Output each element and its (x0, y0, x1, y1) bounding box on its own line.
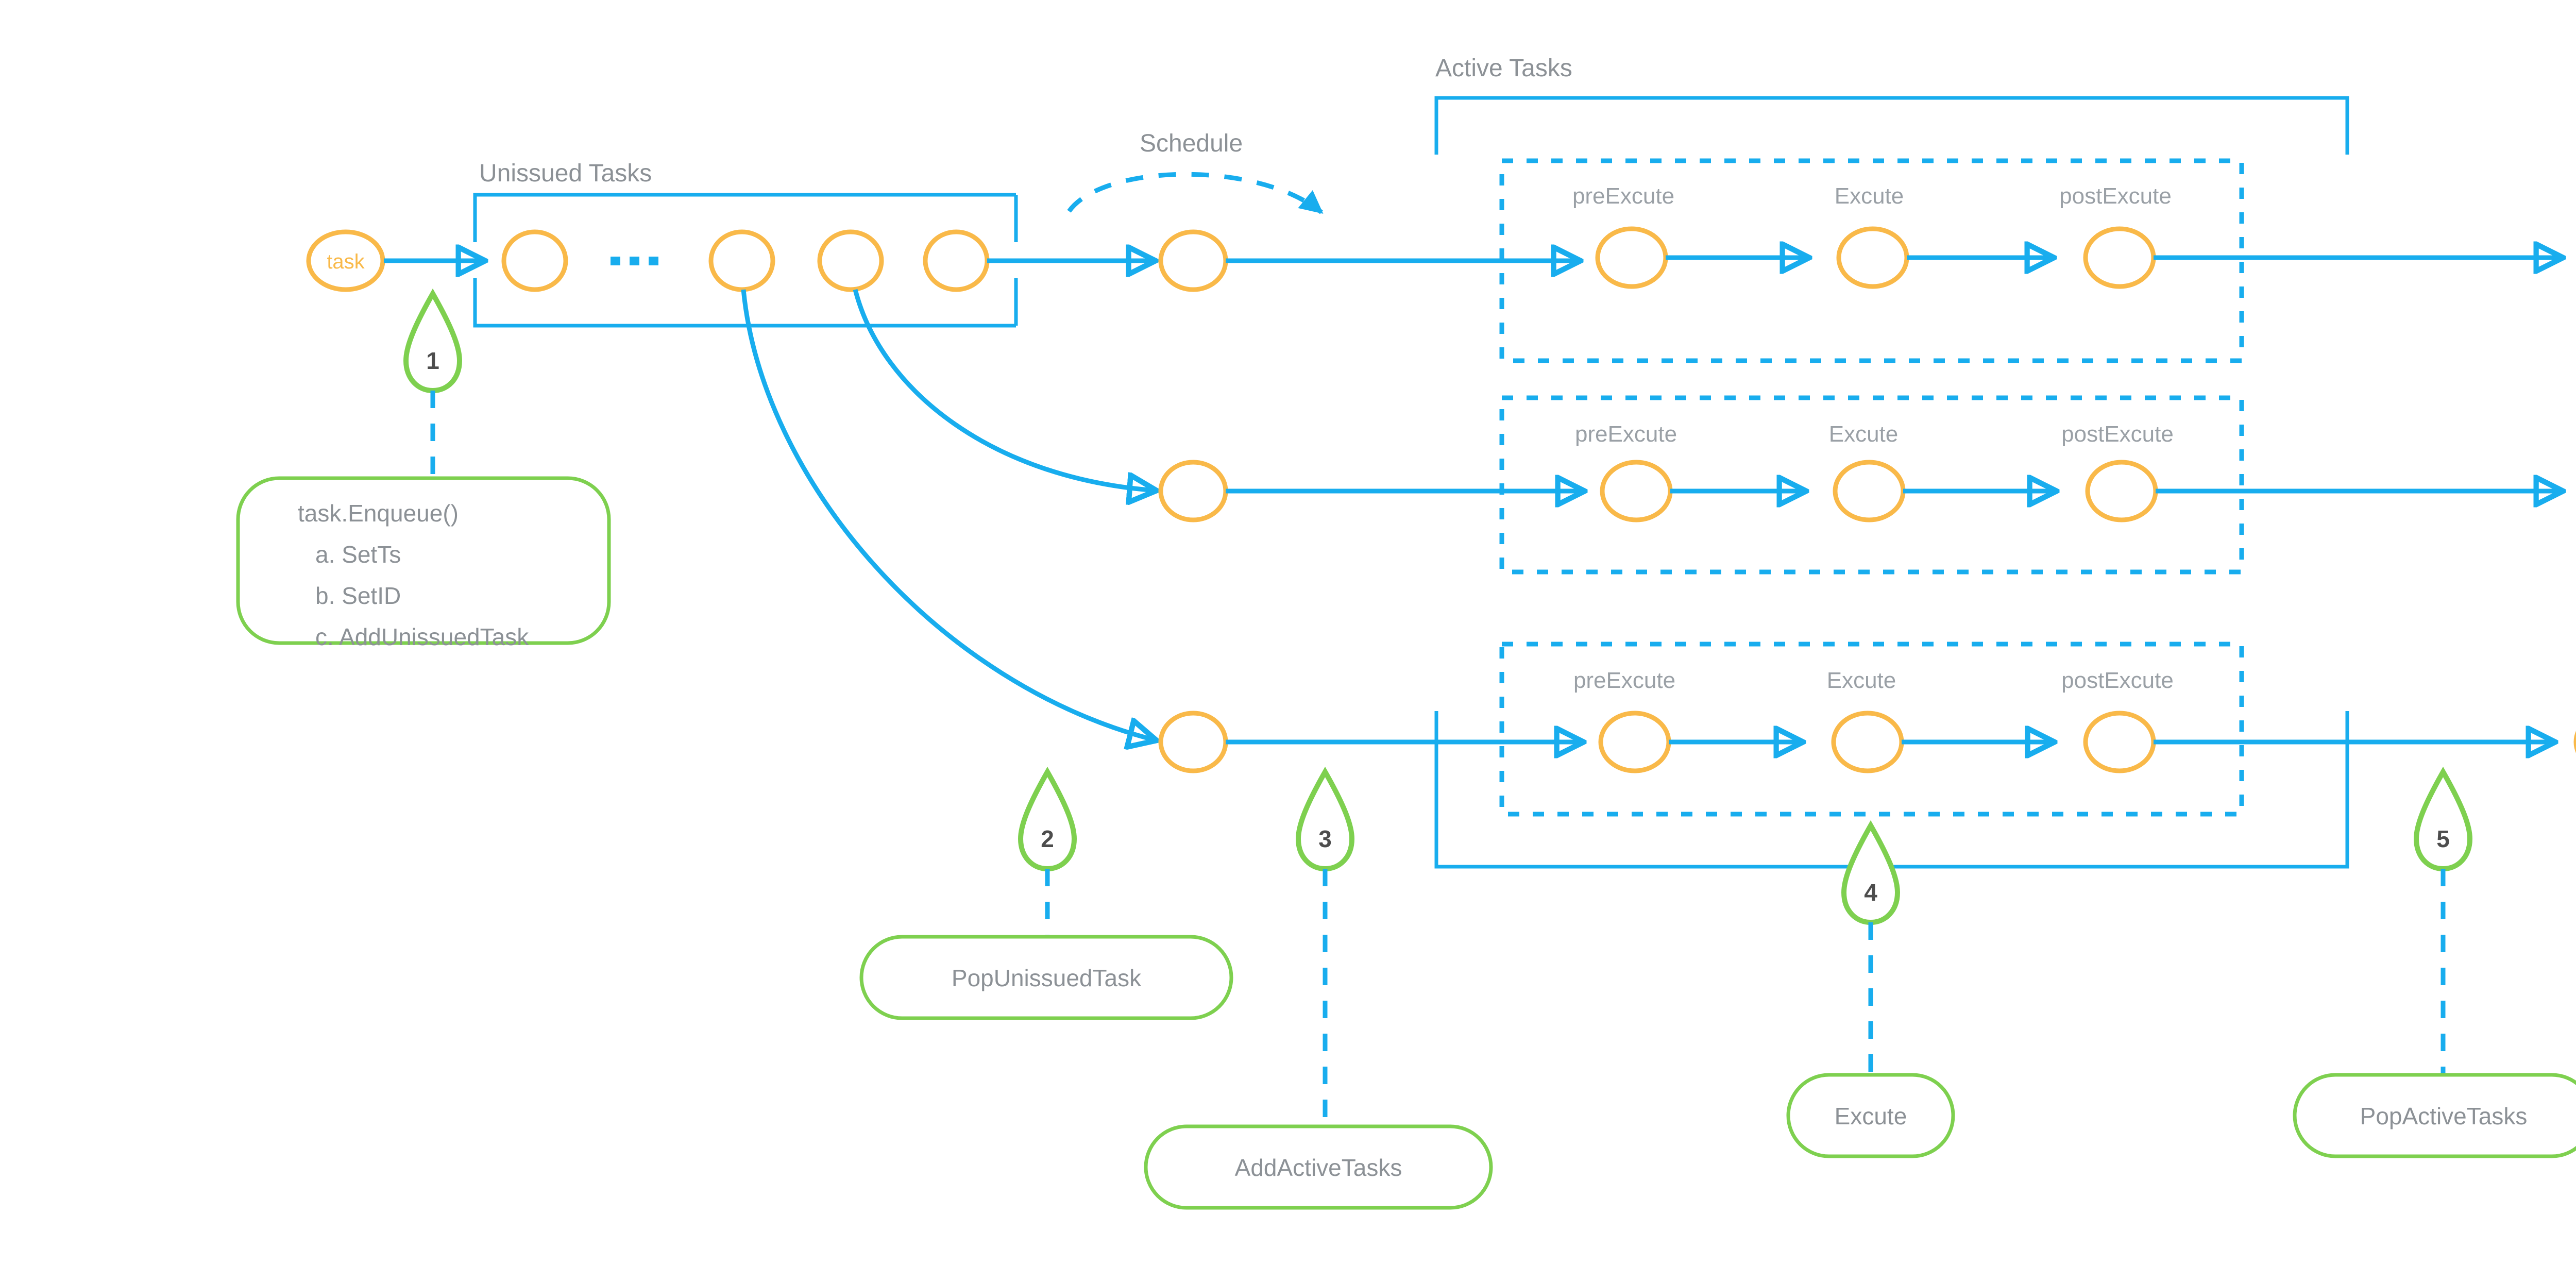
row1-node-postexcute[interactable] (2083, 226, 2156, 289)
row2-node-postexcute[interactable] (2085, 460, 2158, 522)
unissued-node-2[interactable] (708, 229, 775, 292)
callout-add-active[interactable] (1144, 1124, 1493, 1210)
unissued-node-4[interactable] (923, 229, 990, 292)
row2-entry-node[interactable] (1158, 460, 1228, 522)
row1-entry-node[interactable] (1158, 229, 1228, 292)
section-label-active: Active Tasks (1435, 55, 1572, 82)
marker-5-number: 5 (2436, 825, 2450, 852)
marker-1-number: 1 (426, 347, 439, 374)
marker-5-drop[interactable] (2413, 766, 2473, 872)
row2-stage-label-2: postExcute (2061, 421, 2174, 447)
marker-1-drop[interactable] (403, 288, 463, 394)
callout-add-active-label: AddActiveTasks (1235, 1154, 1402, 1181)
marker-3-drop[interactable] (1295, 766, 1355, 872)
row3-stage-box (1499, 642, 2244, 817)
unissued-bracket-bottom (473, 278, 1016, 328)
callout-enqueue-step-1: b. SetID (315, 582, 401, 609)
callout-excute[interactable] (1786, 1073, 1955, 1158)
row2-node-excute[interactable] (1833, 460, 1906, 522)
ellipsis-dot-2 (630, 257, 639, 265)
node-task-label: task (327, 250, 365, 273)
active-bracket-top (1434, 96, 2349, 155)
row3-node-postexcute[interactable] (2083, 711, 2156, 773)
marker-2-drop[interactable] (1018, 766, 1077, 872)
row1-node-excute[interactable] (1836, 226, 1909, 289)
callout-excute-label: Excute (1835, 1103, 1907, 1129)
schedule-label: Schedule (1140, 130, 1243, 157)
unissued-bracket-top (473, 193, 1016, 242)
ellipsis-dot-1 (611, 257, 620, 265)
callout-enqueue-step-2: c. AddUnissuedTask (315, 623, 529, 650)
row2-stage-label-1: Excute (1829, 421, 1899, 447)
callout-pop-active-label: PopActiveTasks (2360, 1103, 2528, 1129)
callout-pop-active[interactable] (2293, 1073, 2576, 1158)
row1-stage-label-2: postExcute (2059, 183, 2172, 209)
ellipsis-dot-3 (649, 257, 658, 265)
row3-node-excute[interactable] (1831, 711, 1904, 773)
row3-stage-label-1: Excute (1827, 668, 1896, 693)
callout-enqueue-title: task.Enqueue() (298, 500, 459, 527)
unissued-node-1[interactable] (501, 229, 568, 292)
callout-pop-unissued[interactable] (859, 935, 1233, 1020)
section-label-unissued: Unissued Tasks (479, 160, 652, 187)
callout-pop-unissued-label: PopUnissuedTask (952, 965, 1142, 991)
row2-stage-box (1499, 395, 2244, 575)
marker-4-drop[interactable] (1841, 820, 1901, 925)
marker-4-number: 4 (1864, 879, 1877, 906)
row2-stage-label-0: preExcute (1575, 421, 1677, 447)
row3-stage-label-0: preExcute (1573, 668, 1675, 693)
row1-stage-label-1: Excute (1835, 183, 1904, 209)
unissued-node-3[interactable] (817, 229, 884, 292)
callout-enqueue[interactable] (236, 476, 611, 645)
marker-2-number: 2 (1041, 825, 1054, 852)
row1-stage-label-0: preExcute (1572, 183, 1674, 209)
row1-node-preexcute[interactable] (1595, 226, 1668, 289)
edge-unissued-to-row3 (741, 289, 1157, 740)
marker-3-number: 3 (1318, 825, 1332, 852)
node-task[interactable] (306, 229, 385, 292)
row3-stage-label-2: postExcute (2061, 668, 2174, 693)
row3-node-preexcute[interactable] (1598, 711, 1671, 773)
schedule-dashed-arrow (1067, 172, 1324, 214)
row3-entry-node[interactable] (1158, 711, 1228, 773)
callout-enqueue-step-0: a. SetTs (315, 541, 401, 568)
edge-unissued-to-row2 (853, 289, 1157, 491)
row2-node-preexcute[interactable] (1600, 460, 1673, 522)
